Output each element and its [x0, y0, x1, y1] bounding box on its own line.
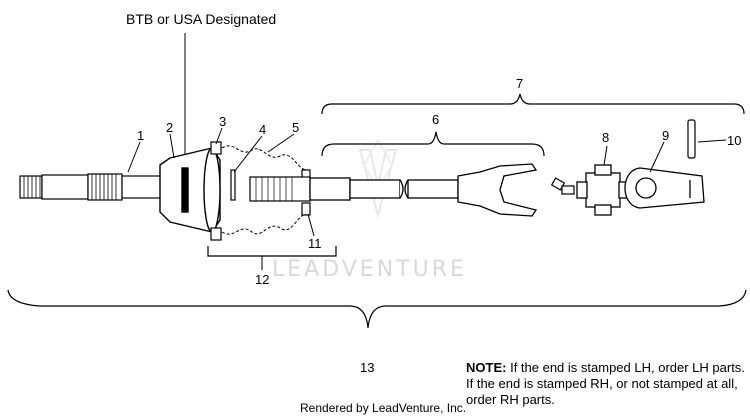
designation-label: BTB or USA Designated	[126, 11, 276, 27]
note-heading: NOTE:	[466, 360, 507, 375]
callout-13: 13	[360, 360, 374, 375]
cv-joint-housing-part	[159, 147, 221, 233]
callout-5: 5	[292, 120, 299, 135]
bracket-6	[321, 131, 545, 157]
drive-shaft-yoke-part	[309, 163, 538, 217]
roll-pin-part	[687, 119, 696, 159]
callout-10: 10	[727, 133, 741, 148]
callout-9: 9	[662, 128, 669, 143]
callout-4: 4	[259, 122, 266, 137]
bracket-12	[207, 246, 337, 257]
callout-6: 6	[432, 112, 439, 127]
axle-shaft-part	[19, 173, 167, 201]
callout-1: 1	[137, 128, 144, 143]
u-joint-cross-part	[576, 164, 630, 216]
cv-boot-part	[221, 145, 307, 235]
callout-8: 8	[602, 130, 609, 145]
watermark-text: LEADVENTURE	[272, 257, 467, 282]
footer-credit: Rendered by LeadVenture, Inc.	[300, 401, 467, 415]
snap-ring-part	[230, 169, 236, 201]
grease-fitting-part	[550, 177, 575, 195]
bracket-13	[7, 289, 747, 329]
callout-12: 12	[255, 272, 269, 287]
yoke-end-part	[624, 167, 705, 209]
watermark-logo-icon	[358, 138, 398, 219]
boot-clamp-part	[210, 141, 311, 241]
callout-11: 11	[308, 236, 322, 251]
callout-leaders	[127, 127, 727, 237]
note-body: If the end is stamped LH, order LH parts…	[466, 360, 745, 407]
callout-2: 2	[166, 120, 173, 135]
bracket-7	[321, 93, 745, 115]
ordering-note: NOTE: If the end is stamped LH, order LH…	[466, 360, 746, 408]
callout-3: 3	[219, 114, 226, 129]
callout-7: 7	[516, 76, 523, 91]
stub-shaft-part	[249, 176, 311, 202]
